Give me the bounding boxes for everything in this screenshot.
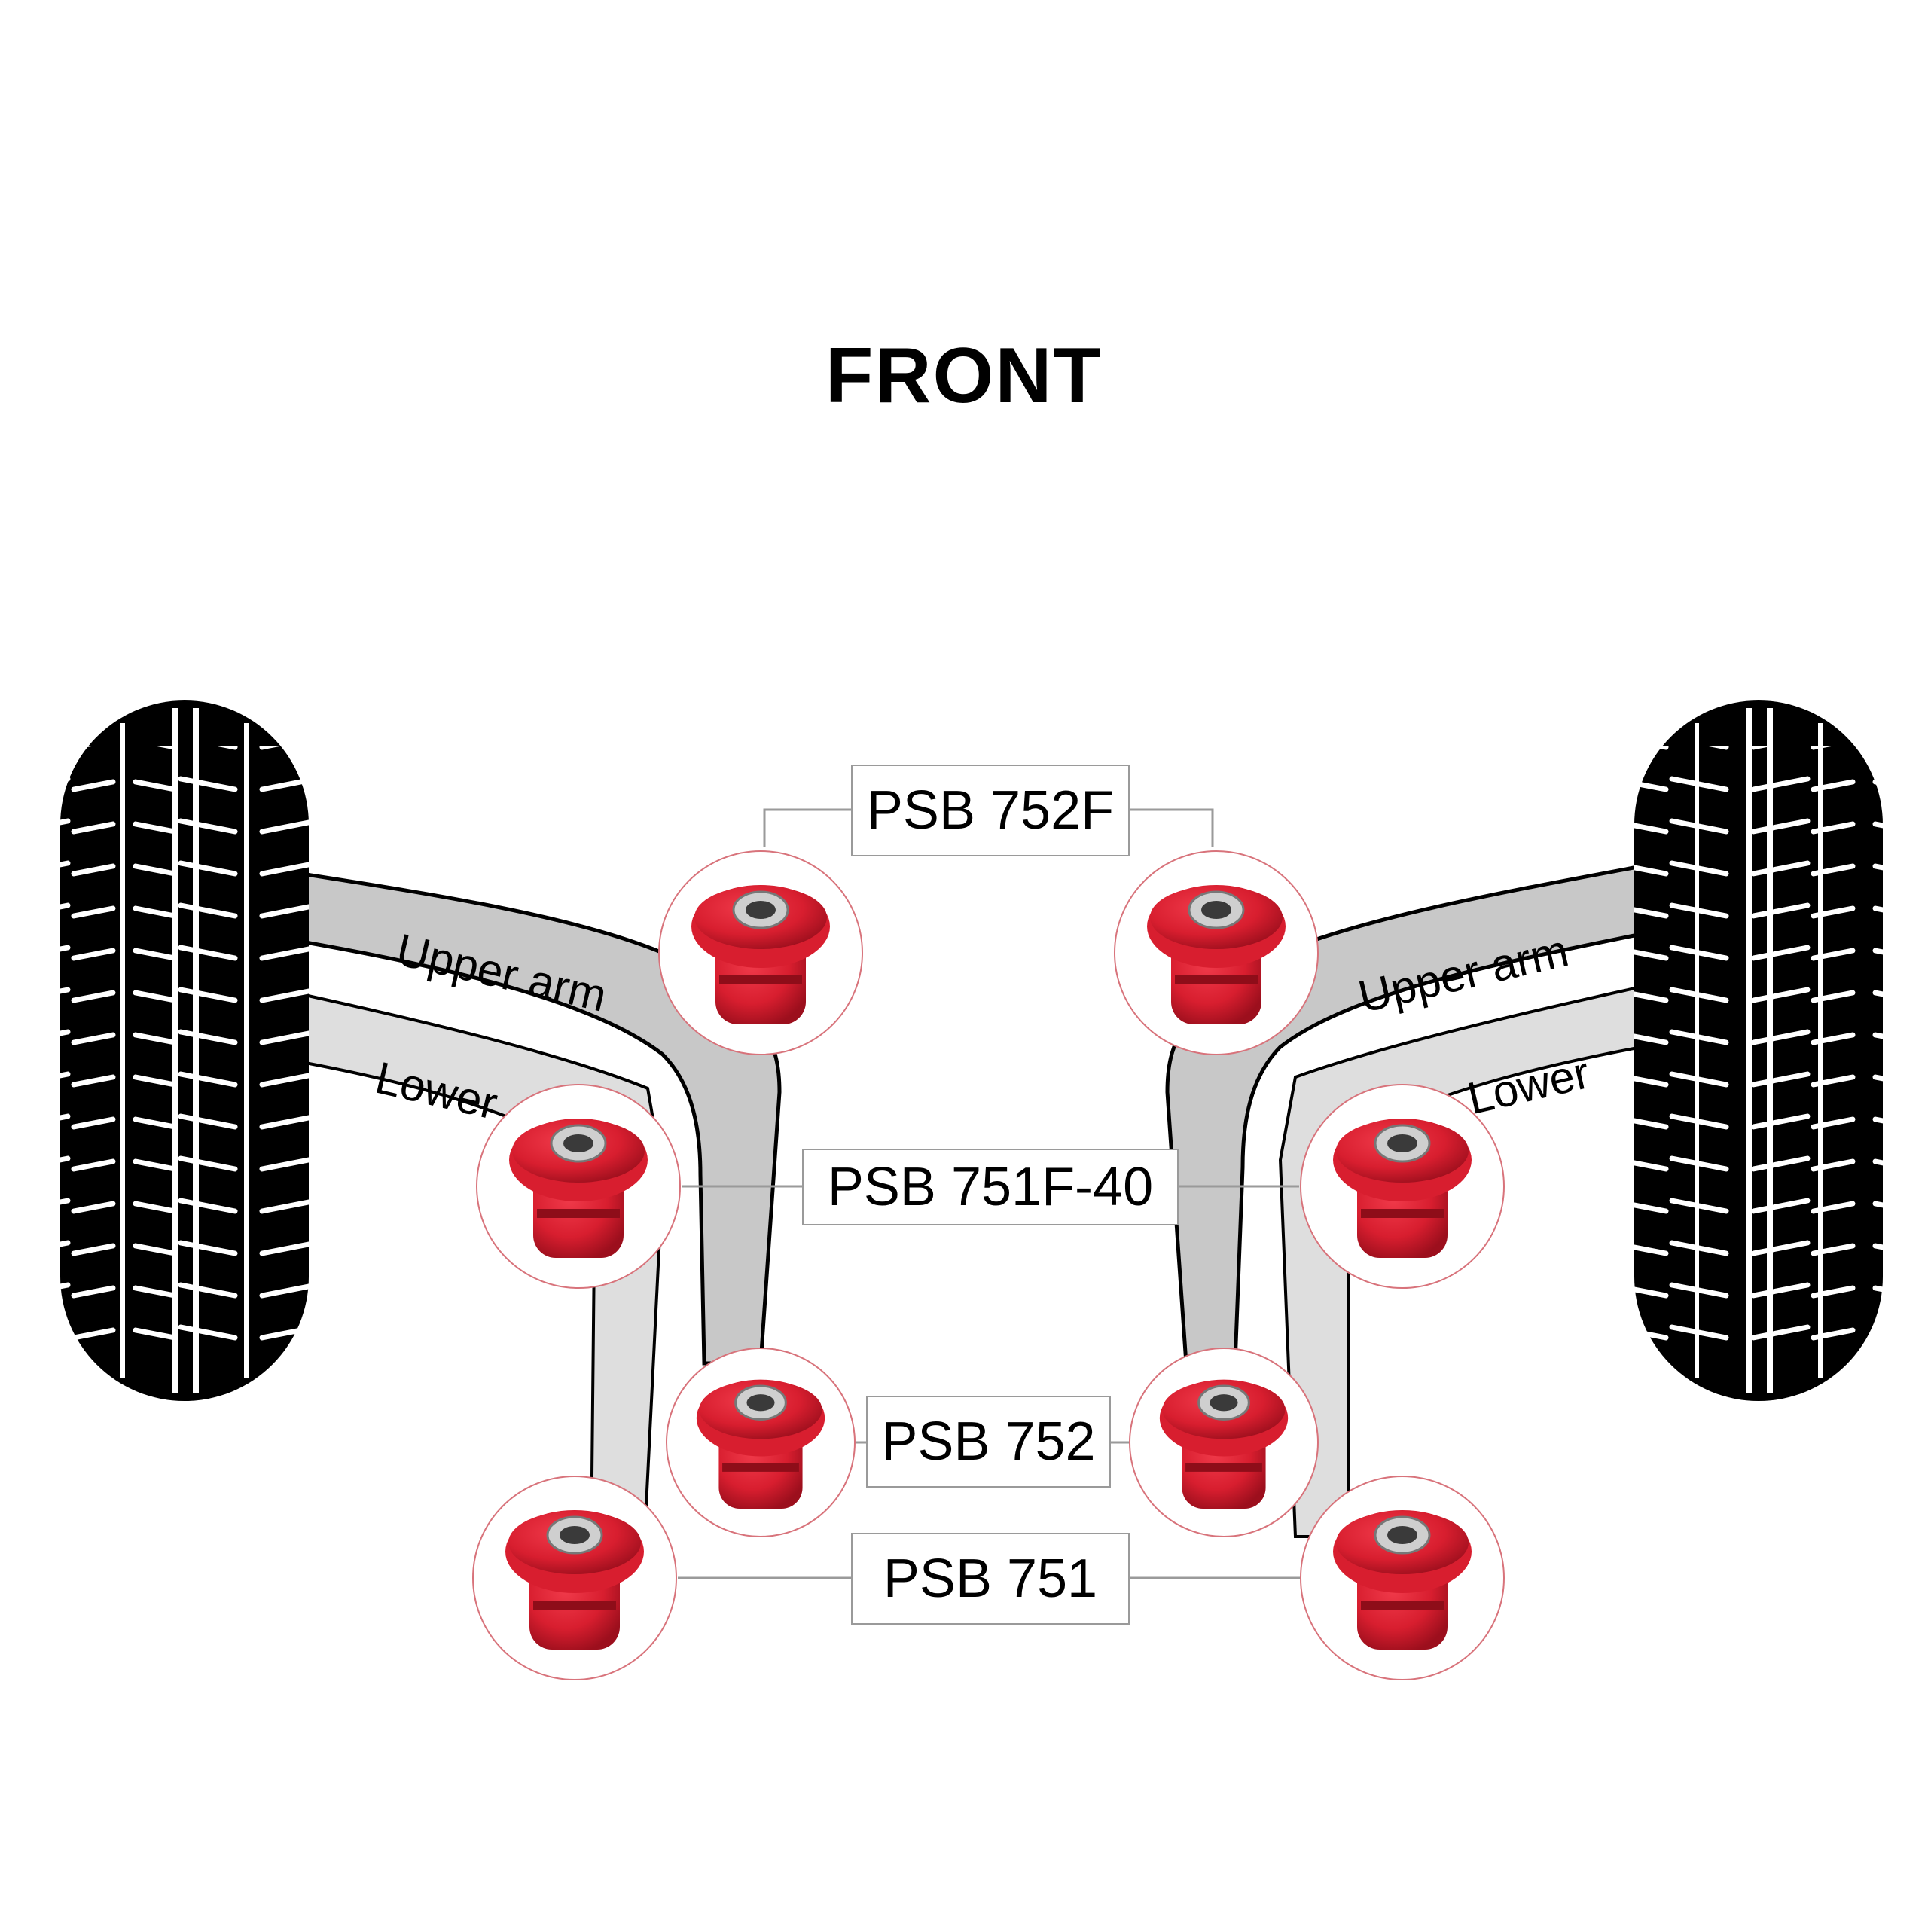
label-psb-752: PSB 752 <box>866 1396 1111 1488</box>
page-title: FRONT <box>825 332 1103 420</box>
bushing-lower-front-left <box>476 1084 681 1289</box>
bushing-lower-rear-right <box>1300 1476 1505 1680</box>
label-psb-751f-40: PSB 751F-40 <box>802 1149 1179 1225</box>
bushing-lower-rear-left <box>472 1476 677 1680</box>
connector-lines <box>678 808 1303 1579</box>
right-tire <box>1634 700 1883 1401</box>
bushing-upper-front-right <box>1114 850 1319 1055</box>
bushing-upper-rear-left <box>666 1348 856 1537</box>
bushings-layer <box>472 850 1505 1680</box>
bushing-lower-front-right <box>1300 1084 1505 1289</box>
bushing-upper-rear-right <box>1129 1348 1319 1537</box>
label-psb-751: PSB 751 <box>851 1533 1130 1625</box>
label-psb-752f: PSB 752F <box>851 765 1130 856</box>
left-tire <box>60 700 309 1401</box>
left-upper-arm <box>299 871 782 1366</box>
bushing-upper-front-left <box>658 850 863 1055</box>
